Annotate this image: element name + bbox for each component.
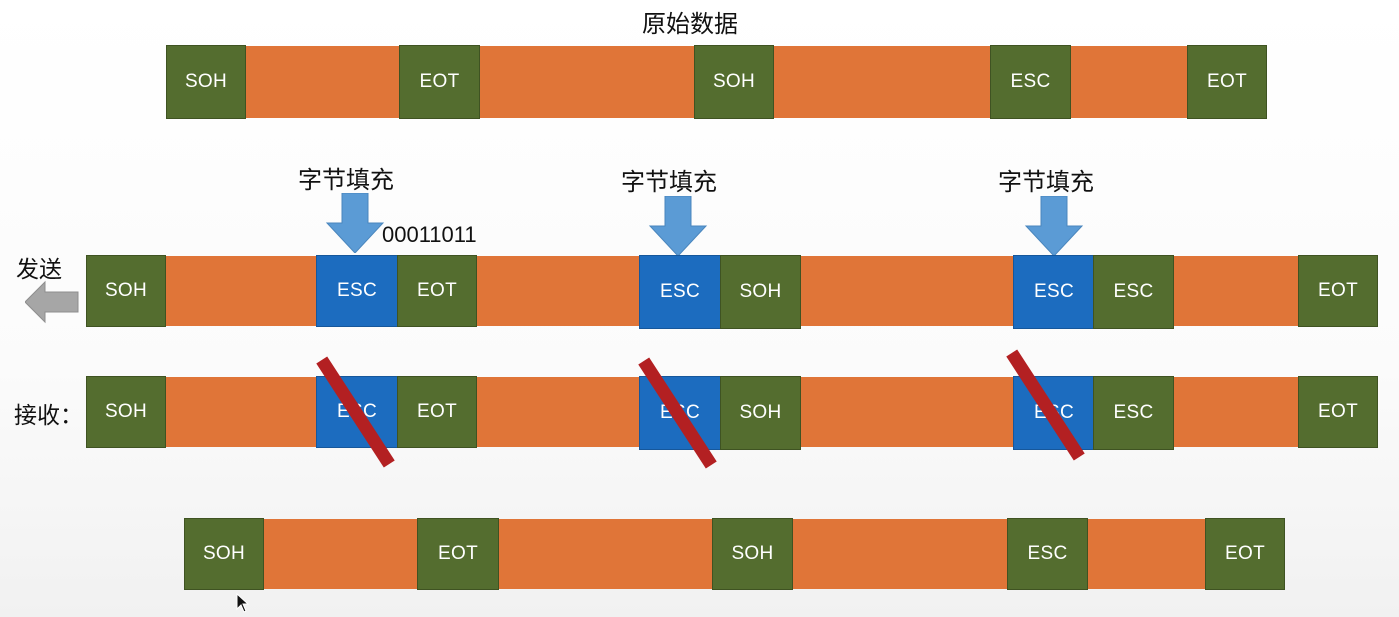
block-eot: EOT — [399, 45, 480, 119]
block-eot: EOT — [1298, 255, 1378, 327]
mouse-pointer-icon — [236, 593, 250, 613]
block-eot: EOT — [417, 518, 499, 590]
block-soh: SOH — [712, 518, 793, 590]
stuffing-label: 字节填充 — [621, 168, 717, 196]
block-esc: ESC — [1007, 518, 1088, 590]
block-esc-stuffed: ESC — [316, 255, 398, 327]
block-soh: SOH — [86, 255, 166, 327]
down-arrow-icon — [325, 193, 385, 253]
sent-frame: SOH ESC EOT ESC SOH ESC ESC EOT — [86, 255, 1378, 329]
title: 原始数据 — [642, 10, 738, 38]
block-soh: SOH — [184, 518, 264, 590]
block-esc-stuffed: ESC — [639, 376, 721, 450]
block-esc: ESC — [1093, 255, 1174, 329]
stuffing-label: 字节填充 — [998, 168, 1094, 196]
block-eot: EOT — [397, 255, 477, 327]
block-esc-stuffed: ESC — [1013, 255, 1095, 329]
block-esc-stuffed: ESC — [639, 255, 721, 329]
stuffing-label: 字节填充 — [298, 166, 394, 194]
block-soh: SOH — [694, 45, 774, 119]
escape-bits: 00011011 — [382, 222, 477, 247]
block-eot: EOT — [1187, 45, 1267, 119]
block-esc: ESC — [990, 45, 1071, 119]
original-frame: SOH EOT SOH ESC EOT — [166, 45, 1267, 119]
left-arrow-icon — [25, 280, 79, 324]
result-frame: SOH EOT SOH ESC EOT — [184, 518, 1285, 590]
block-eot: EOT — [1205, 518, 1285, 590]
receive-label: 接收： — [14, 403, 83, 429]
block-esc: ESC — [1093, 376, 1174, 450]
block-eot: EOT — [1298, 376, 1378, 448]
down-arrow-icon — [1024, 196, 1084, 256]
block-eot: EOT — [397, 376, 477, 448]
block-soh: SOH — [86, 376, 166, 448]
block-soh: SOH — [720, 376, 801, 450]
send-label: 发送 — [16, 257, 62, 283]
received-frame: SOH ESC EOT ESC SOH ESC ESC EOT — [86, 376, 1378, 450]
block-soh: SOH — [166, 45, 246, 119]
down-arrow-icon — [648, 196, 708, 256]
block-soh: SOH — [720, 255, 801, 329]
